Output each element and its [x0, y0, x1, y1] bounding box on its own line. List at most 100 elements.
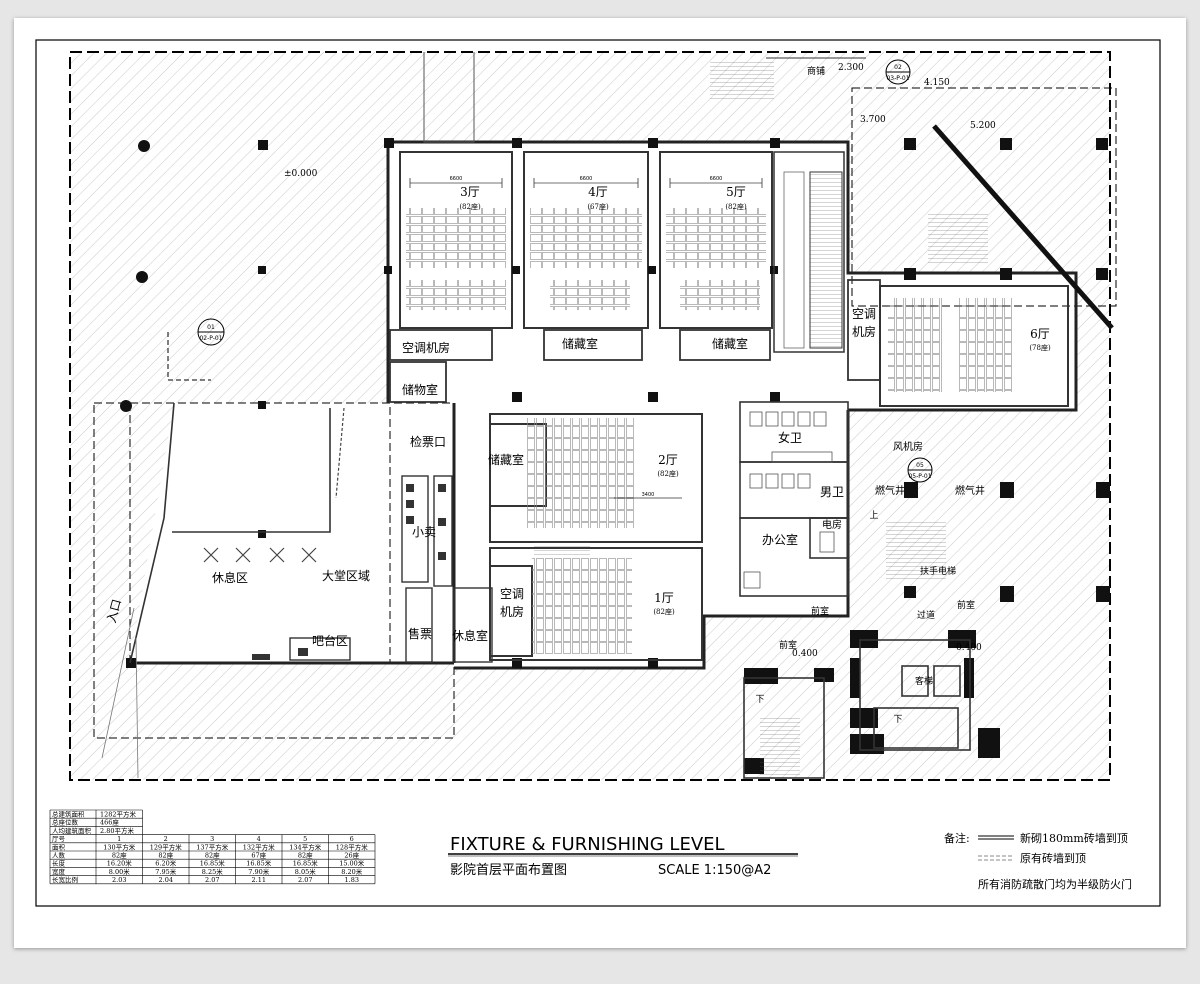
stats-cell: 16.85米: [246, 859, 272, 868]
ticket-sale-label: 售票: [408, 626, 432, 641]
down-label-b: 下: [893, 715, 902, 725]
elev-label: 客梯: [915, 675, 933, 687]
hall6-label: 6厅: [1030, 327, 1050, 341]
stats-cell: 15.00米: [339, 859, 365, 868]
stats-cell: 82座: [112, 851, 127, 860]
stats-summary-label: 总座位数: [52, 818, 79, 827]
stats-header-cell: 5: [303, 835, 307, 843]
hall4-label: 4厅: [588, 185, 608, 199]
stats-cell: 134平方米: [289, 842, 321, 851]
stats-cell: 面积: [52, 842, 66, 851]
front-room-label-c: 前室: [779, 639, 797, 651]
notes-label: 备注:: [944, 831, 970, 845]
hall1-label: 1厅: [654, 591, 674, 605]
dim-hall3: 6600: [450, 176, 463, 182]
stats-cell: 2.11: [252, 876, 266, 884]
up-label: 上: [869, 510, 878, 521]
stats-cell: 2.03: [112, 876, 126, 884]
storage-label-c: 储藏室: [488, 452, 524, 467]
stats-cell: 8.25米: [202, 867, 223, 876]
section-1-ref: 02-P-01: [199, 335, 222, 342]
notes-new-wall: 新砌180mm砖墙到顶: [1020, 831, 1128, 845]
elevation-2: 4.150: [924, 78, 950, 88]
lounge-area-label: 休息区: [212, 570, 248, 585]
lobby-label: 大堂区域: [322, 569, 370, 583]
corridor-label: 过道: [917, 609, 935, 621]
stats-cell: 8.20米: [341, 867, 362, 876]
ticket-check-label: 检票口: [410, 434, 446, 449]
down-label: 下: [755, 695, 764, 705]
stats-cell: 82座: [158, 851, 173, 860]
section-2-number: 02: [894, 64, 902, 71]
dim-hall5: 6600: [710, 176, 723, 182]
entrance-label: 入口: [104, 598, 124, 625]
stats-summary-label: 人均建筑面积: [52, 826, 92, 835]
ac-room-label-c-top: 空调: [852, 307, 876, 321]
stats-cell: 长宽比例: [52, 875, 78, 884]
stats-cell: 2.07: [205, 876, 219, 884]
hall3-seats: (82座): [459, 202, 481, 211]
front-room-label-b: 前室: [957, 599, 975, 611]
rest-room-label: 休息室: [452, 628, 488, 643]
gas-shaft-label-b: 燃气井: [955, 484, 985, 497]
elevation-0: ±0.000: [284, 169, 318, 179]
stats-header-cell: 2: [164, 835, 168, 843]
stats-cell: 长度: [52, 859, 66, 868]
stats-cell: 132平方米: [243, 842, 275, 851]
notes-existing-wall: 原有砖墙到顶: [1020, 851, 1086, 865]
stats-cell: 129平方米: [150, 842, 182, 851]
hall4-seats: (67座): [587, 202, 609, 211]
hall2-label: 2厅: [658, 453, 678, 467]
section-2-ref: 03-P-01: [886, 75, 909, 82]
hall6-seats: (78座): [1029, 343, 1051, 352]
section-3-number: 05: [916, 462, 924, 469]
elevation-4: 5.200: [970, 121, 996, 131]
store-label: 储物室: [402, 382, 438, 397]
section-1-number: 01: [207, 324, 215, 331]
stats-cell: 16.20米: [107, 859, 133, 868]
stats-cell: 6.20米: [155, 859, 176, 868]
stats-cell: 2.07: [298, 876, 312, 884]
stats-header-cell: 3: [210, 835, 214, 843]
elevation-1: 2.300: [838, 63, 864, 73]
stats-cell: 137平方米: [196, 842, 228, 851]
shop-label: 商铺: [807, 65, 825, 77]
stats-cell: 7.90米: [248, 867, 269, 876]
stats-summary-value: 2.80平方米: [100, 826, 134, 835]
hall5-seats: (82座): [725, 202, 747, 211]
stats-header-cell: 1: [117, 835, 121, 843]
elevation-5: 0.400: [792, 649, 818, 659]
stats-cell: 67座: [251, 851, 266, 860]
elec-room-label: 电房: [822, 518, 842, 531]
stats-cell: 2.04: [159, 876, 173, 884]
stats-cell: 130平方米: [103, 842, 135, 851]
drawing-scale: SCALE 1:150@A2: [658, 863, 771, 878]
stats-cell: 7.95米: [155, 867, 176, 876]
project-boundary: [69, 51, 1111, 781]
drawing-title-cn: 影院首层平面布置图: [450, 863, 567, 878]
elevation-6: 0.400: [956, 643, 982, 653]
office-label: 办公室: [762, 532, 798, 547]
dim-hall2: 3400: [642, 492, 655, 498]
stats-cell: 16.85米: [200, 859, 226, 868]
ac-room-label-b-bottom: 机房: [500, 604, 524, 619]
male-wc-label: 男卫: [820, 485, 844, 499]
stats-cell: 82座: [205, 851, 220, 860]
stats-cell: 8.05米: [295, 867, 316, 876]
bar-label: 吧台区: [312, 633, 348, 648]
female-wc-label: 女卫: [778, 430, 802, 445]
storage-label-b: 储藏室: [712, 336, 748, 351]
floor-plan: 总建筑面积1282平方米总座位数466座人均建筑面积2.80平方米厅号12345…: [35, 39, 1161, 907]
stats-cell: 16.85米: [293, 859, 319, 868]
ac-room-label: 空调机房: [402, 340, 450, 355]
stats-summary-value: 1282平方米: [100, 810, 137, 819]
stats-header-cell: 6: [350, 835, 354, 843]
sheet-border: [35, 39, 1161, 907]
hall2-seats: (82座): [657, 469, 679, 478]
stats-cell: 1.83: [345, 876, 359, 884]
stats-cell: 人数: [52, 851, 66, 860]
hall1-seats: (82座): [653, 607, 675, 616]
stats-summary-label: 总建筑面积: [52, 810, 85, 819]
